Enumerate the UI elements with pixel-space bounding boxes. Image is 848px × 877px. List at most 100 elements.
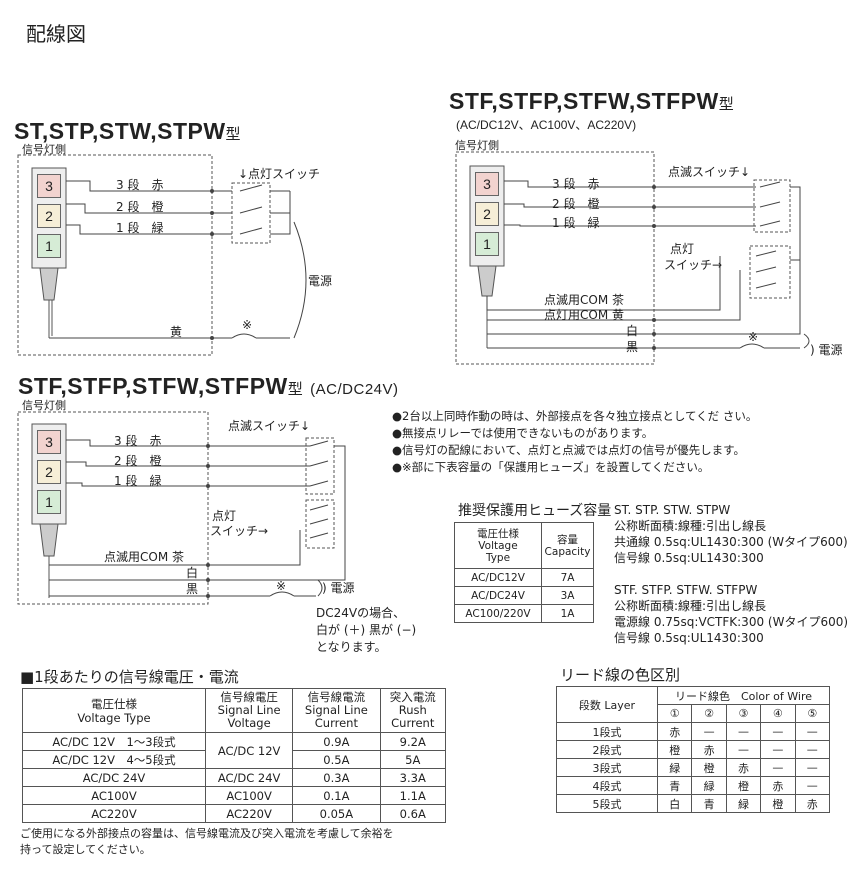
- table-cell: 5段式: [556, 794, 658, 813]
- diagram-stf-subtitle: (AC/DC12V、AC100V、AC220V): [456, 118, 637, 132]
- power-label: ) 電源: [322, 581, 355, 595]
- lamp-1: 1: [475, 232, 499, 256]
- table-cell: —: [794, 722, 831, 741]
- table-row: AC100V AC100V 0.1A 1.1A: [22, 786, 446, 805]
- dc24v-note-2: 白が (＋) 黒が (−): [316, 623, 417, 637]
- lamp-3: 3: [475, 172, 499, 196]
- wire-label-1: 1 段 緑: [114, 474, 162, 488]
- fuse-mark: ※: [748, 330, 759, 344]
- table-cell: AC220V: [204, 804, 294, 823]
- table-cell: AC/DC 12V: [204, 732, 294, 769]
- footnote-line: 持って設定してください。: [20, 843, 151, 856]
- table-cell: AC100V: [22, 786, 206, 805]
- lamp-2: 2: [37, 460, 61, 484]
- lamp-3: 3: [37, 174, 61, 198]
- table-cell: —: [760, 758, 796, 777]
- header-layer: 段数 Layer: [556, 686, 658, 723]
- table-cell: 赤: [725, 758, 762, 777]
- signal-side-label: 信号灯側: [22, 143, 66, 156]
- table-row: 5段式白青緑橙赤: [556, 794, 831, 813]
- com-blink-label: 点滅用COM 茶: [104, 550, 184, 564]
- header-signal-current: 信号線電流 Signal Line Current: [292, 688, 381, 733]
- table-row: 2段式橙赤———: [556, 740, 831, 759]
- lamp-1: 1: [37, 234, 61, 258]
- white-label: 白: [626, 324, 639, 338]
- table-row: AC/DC 12V 1〜3段式 AC/DC 12V 0.9A 9.2A: [22, 732, 446, 769]
- table-cell: AC/DC 12V 1〜3段式: [22, 732, 206, 751]
- table-cell: AC100/220V: [454, 604, 542, 623]
- com-blink-label: 点滅用COM 茶: [544, 293, 624, 307]
- wire-label-3: 3 段 赤: [114, 434, 162, 448]
- spec-line: STF. STFP. STFW. STFPW: [614, 583, 758, 597]
- header-rush-current: 突入電流 Rush Current: [379, 688, 446, 733]
- on-switch-label-2: スイッチ→: [210, 524, 269, 538]
- signal-side-label: 信号灯側: [22, 399, 66, 412]
- blink-switch-label: 点滅スイッチ↓: [668, 165, 751, 179]
- wire-label-2: 2 段 橙: [552, 197, 600, 211]
- fuse-table-title: 推奨保護用ヒューズ容量: [458, 503, 612, 519]
- table-row: AC/DC 24V AC/DC 24V 0.3A 3.3A: [22, 768, 446, 787]
- table-cell: 0.05A: [292, 804, 381, 823]
- table-cell: —: [691, 722, 727, 741]
- wire-label-2: 2 段 橙: [116, 200, 164, 214]
- spec-line: ST. STP. STW. STPW: [614, 503, 731, 517]
- table-row: 3段式緑橙赤——: [556, 758, 831, 777]
- table-cell: —: [794, 740, 831, 759]
- on-switch-label-2: スイッチ→: [664, 258, 723, 272]
- lamp-1: 1: [37, 490, 61, 514]
- lamp-3: 3: [37, 430, 61, 454]
- table-cell: 2段式: [556, 740, 658, 759]
- table-cell: 3.3A: [379, 768, 446, 787]
- wire-label-common: 黄: [170, 325, 183, 339]
- table-cell: 青: [656, 776, 693, 795]
- lead-wire-table: 段数 Layer リード線色 Color of Wire ① ② ③ ④ ⑤ 1…: [556, 686, 831, 813]
- table-cell: 赤: [760, 776, 796, 795]
- on-switch-label-1: 点灯: [670, 242, 695, 256]
- diagram-stf-24v-title: STF,STFP,STFW,STFPW型 (AC/DC24V): [18, 373, 399, 399]
- table-cell: 0.5A: [292, 750, 381, 769]
- wire-label-1: 1 段 緑: [116, 221, 164, 235]
- fuse-mark: ※: [242, 318, 253, 332]
- col-header: ④: [760, 704, 796, 723]
- table-cell: —: [725, 740, 762, 759]
- table-cell: 0.6A: [379, 804, 446, 823]
- table-cell: 4段式: [556, 776, 658, 795]
- page-title: 配線図: [26, 22, 86, 46]
- power-label: ) 電源: [810, 343, 843, 357]
- note-item: ●信号灯の配線において、点灯と点滅では点灯の信号が優先します。: [392, 443, 745, 457]
- notes: ●2台以上同時作動の時は、外部接点を各々独立接点としてくだ さい。 ●無接点リレ…: [392, 408, 757, 476]
- table-cell: 1段式: [556, 722, 658, 741]
- voltage-table: 電圧仕様 Voltage Type 信号線電圧 Signal Line Volt…: [22, 688, 446, 823]
- spec-line: 信号線 0.5sq:UL1430:300: [614, 551, 764, 565]
- diagram-stf-title: STF,STFP,STFW,STFPW型: [449, 88, 735, 114]
- switch-label: ↓点灯スイッチ: [238, 167, 321, 181]
- table-cell: AC/DC24V: [454, 586, 542, 605]
- table-cell: 3段式: [556, 758, 658, 777]
- table-cell: 緑: [691, 776, 727, 795]
- diagram-st-title: ST,STP,STW,STPW型: [14, 118, 242, 144]
- table-cell: 9.2A: [379, 732, 446, 751]
- table-cell: 橙: [760, 794, 796, 813]
- col-header: ⑤: [794, 704, 831, 723]
- signal-side-label: 信号灯側: [455, 139, 499, 152]
- table-cell: 緑: [725, 794, 762, 813]
- table-cell: AC/DC 24V: [22, 768, 206, 787]
- on-switch-label-1: 点灯: [212, 509, 237, 523]
- white-label: 白: [186, 566, 199, 580]
- table-cell: 白: [656, 794, 693, 813]
- note-item: ●無接点リレーでは使用できないものがあります。: [392, 426, 654, 440]
- table-cell: —: [760, 740, 796, 759]
- lamp-2: 2: [475, 202, 499, 226]
- table-cell: AC220V: [22, 804, 206, 823]
- table-cell: 赤: [656, 722, 693, 741]
- table-cell: AC/DC 24V: [204, 768, 294, 787]
- table-cell: 3A: [541, 586, 594, 605]
- voltage-table-title: ■1段あたりの信号線電圧・電流: [20, 668, 239, 686]
- footnote-line: ご使用になる外部接点の容量は、信号線電流及び突入電流を考慮して余裕を: [20, 827, 394, 840]
- table-cell: 0.3A: [292, 768, 381, 787]
- table-cell: AC/DC 12V 4〜5段式: [22, 750, 206, 769]
- col-header: ①: [656, 704, 693, 723]
- table-cell: —: [725, 722, 762, 741]
- table-row: 1段式赤————: [556, 722, 831, 741]
